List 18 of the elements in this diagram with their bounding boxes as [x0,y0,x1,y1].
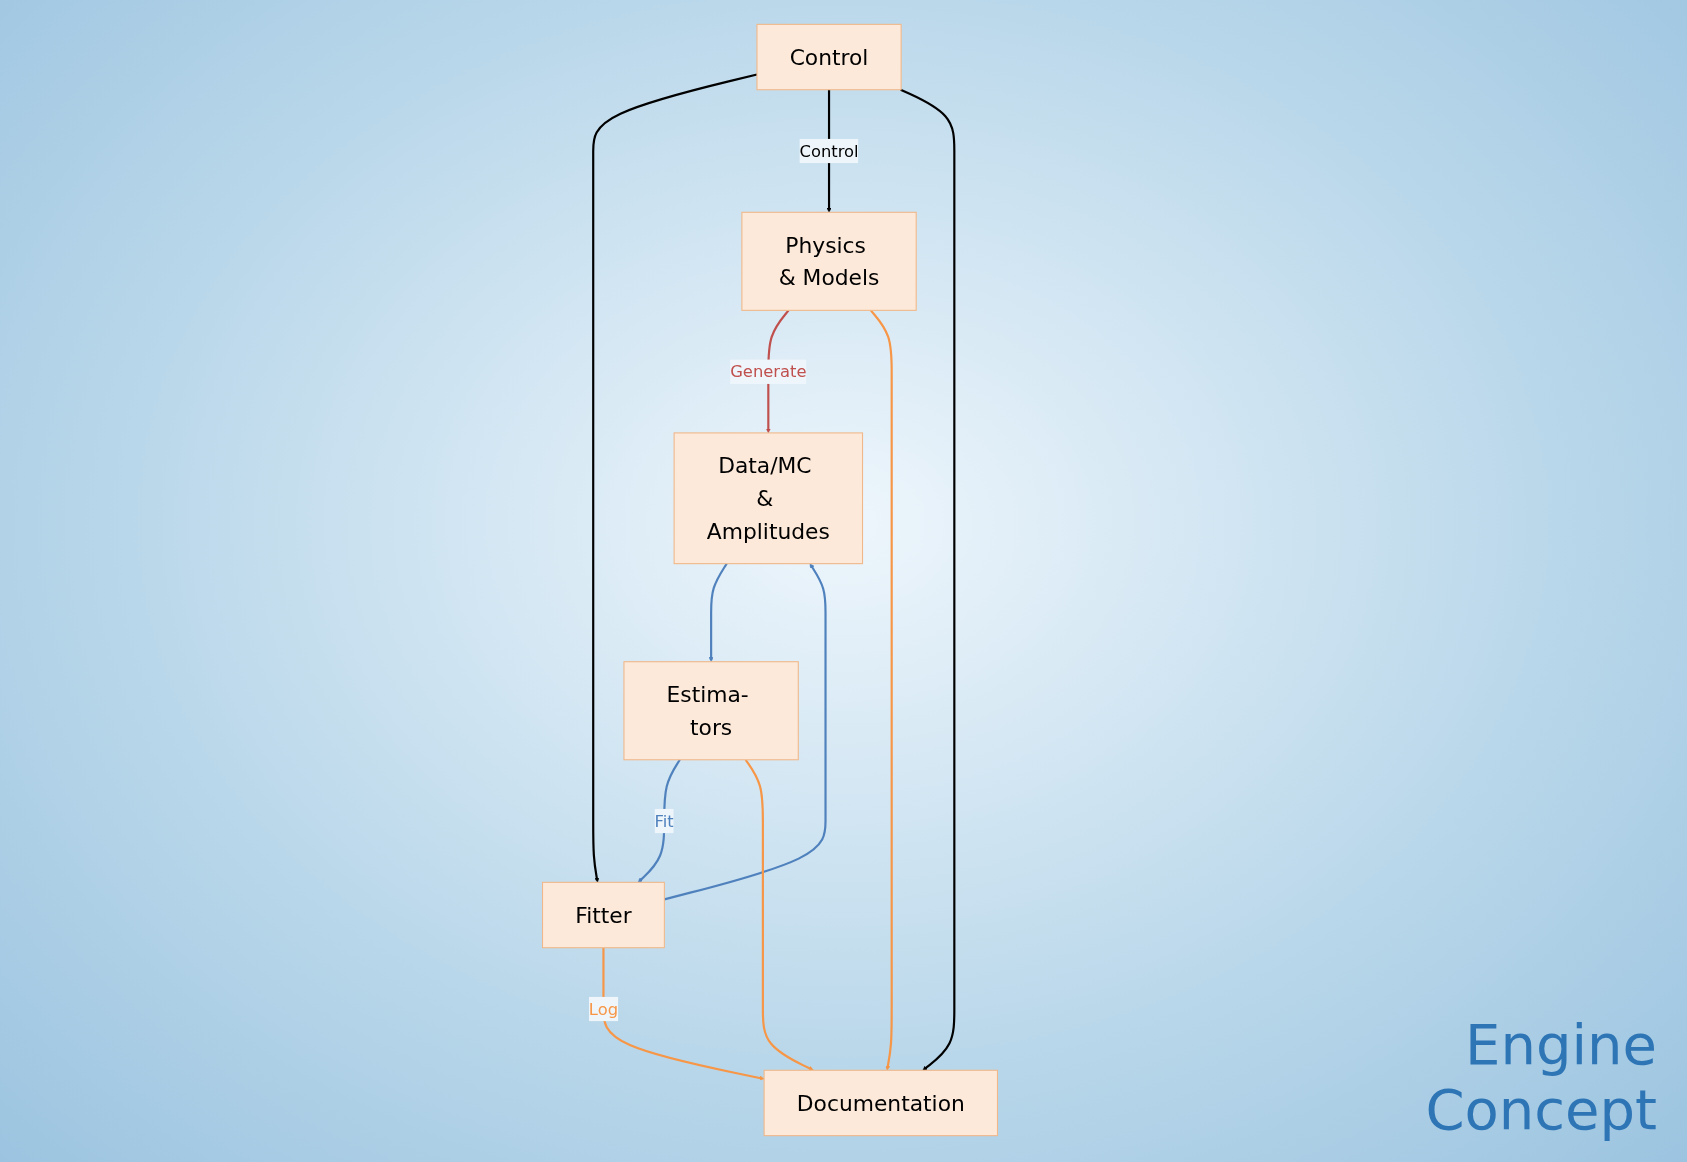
node-box: Physics & Models [741,211,917,311]
node-box: Estima- tors [623,661,799,761]
arrow [900,88,956,1071]
arrow [637,759,681,883]
arrow [708,563,728,662]
node-box: Control [756,23,902,91]
corner-note: Engine Concept [1424,1013,1657,1142]
arrow [664,563,827,901]
edge-label: Control [799,141,859,161]
edge-label: Fit [654,811,674,831]
arrow [602,947,765,1081]
node-box: Data/MC & Amplitudes [673,432,864,565]
edge-label: Generate [730,362,807,382]
arrow [869,309,893,1071]
edge-label: Log [588,999,619,1019]
node-box: Documentation [763,1069,998,1137]
node-box: Fitter [542,881,665,949]
arrow [744,759,814,1071]
